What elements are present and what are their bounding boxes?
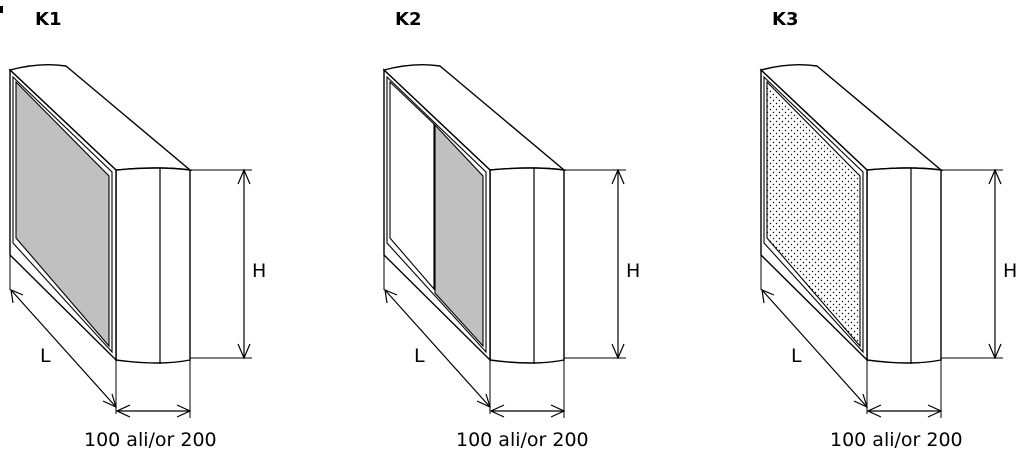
width-caption-k3: 100 ali/or 200 [830,429,963,451]
h-arrow-bottom [237,343,251,360]
h-arrow-top [611,168,625,185]
filter-frame-inner [12,75,113,354]
l-dimension-line [761,289,868,408]
width-caption-k1: 100 ali/or 200 [84,429,217,451]
h-arrow-bottom [988,343,1002,360]
h-label-k1: H [252,260,266,282]
filter-media-gray [15,80,110,348]
width-caption-k2: 100 ali/or 200 [456,429,589,451]
diagram-k1: K1 H L [0,0,340,451]
diagram-k3: K3 H L 100 ali/or 200 [751,0,1018,451]
h-arrow-bottom [611,343,625,360]
h-arrow-top [988,168,1002,185]
box-drawing-k2: H L [382,63,640,418]
filter-frame-inner [763,75,864,354]
l-label-k3: L [791,345,802,367]
w-arrow-left [866,404,882,418]
figure-title-k3: K3 [772,9,799,30]
filter-media-dotted [766,80,861,348]
box-drawing-k3: H L [759,63,1017,418]
l-arrow-end [853,393,868,409]
l-dimension-line [384,289,491,408]
edge-mark [0,6,3,13]
h-arrow-top [237,168,251,185]
l-label-k2: L [414,345,425,367]
w-arrow-right [176,404,192,418]
diagram-k2: K2 H L 100 ali/or 200 [374,0,714,451]
box-side-face [866,167,942,364]
l-label-k1: L [40,345,51,367]
h-label-k2: H [626,260,640,282]
l-arrow-start [761,289,775,304]
filter-media-white [389,80,435,291]
figure-title-k2: K2 [395,9,422,30]
h-label-k3: H [1003,260,1017,282]
l-arrow-start [384,289,398,304]
l-arrow-start [10,289,24,304]
l-arrow-end [476,393,491,409]
w-arrow-right [927,404,943,418]
w-arrow-right [550,404,566,418]
l-dimension-line [10,289,117,408]
l-arrow-end [102,393,117,409]
filter-media-gray [434,123,484,348]
box-side-face [115,167,191,364]
filter-frame-inner [386,75,487,354]
box-drawing-k1: H L [8,63,266,418]
box-side-face [489,167,565,364]
w-arrow-left [489,404,505,418]
w-arrow-left [115,404,131,418]
figure-title-k1: K1 [35,9,62,30]
